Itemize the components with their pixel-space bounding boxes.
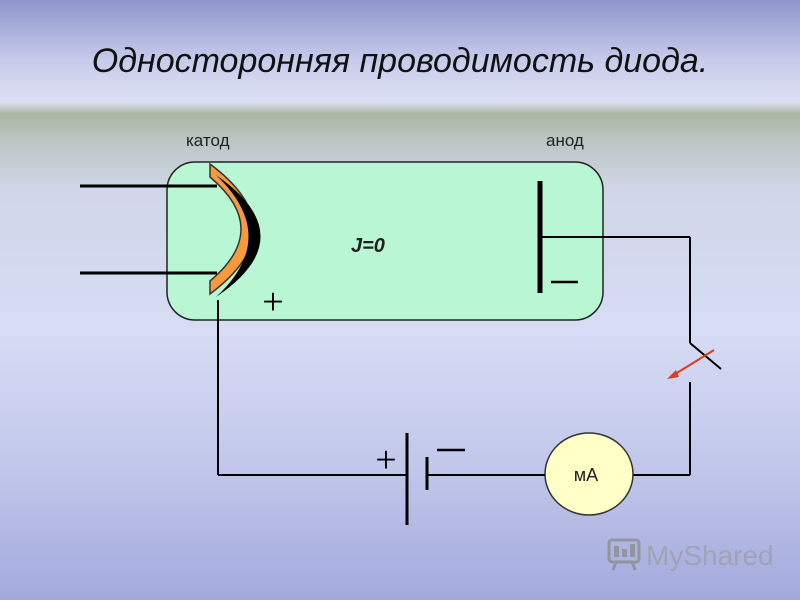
slide-title: Односторонняя проводимость диода.: [91, 42, 709, 80]
milliammeter-label: мА: [574, 465, 598, 485]
anode-label: анод: [546, 131, 584, 150]
cathode: [209, 162, 255, 296]
cathode-label: катод: [186, 131, 230, 150]
current-label: J=0: [351, 235, 385, 257]
watermark-text: MyShared: [646, 540, 774, 571]
vacuum-tube: [166, 161, 604, 321]
cathode-plus-sign: +: [262, 281, 283, 323]
cathode-arc: [216, 175, 261, 297]
battery-plus-sign: +: [375, 439, 396, 481]
switch-arrow: [671, 349, 715, 377]
switch-arrow-head: [667, 370, 679, 379]
watermark-logo: MyShared: [607, 538, 774, 571]
